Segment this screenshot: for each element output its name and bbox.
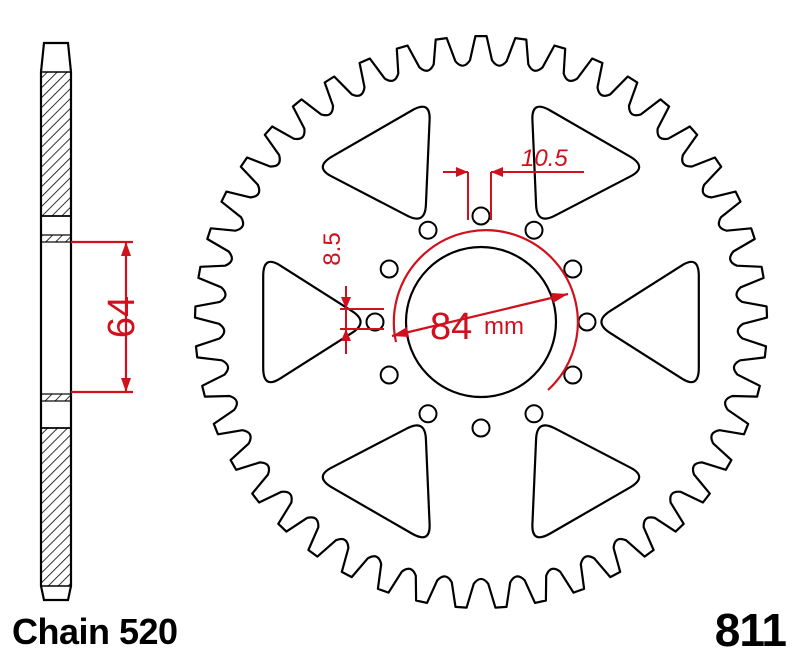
cutout-3 [531, 424, 641, 539]
small-hole-dimension [340, 286, 384, 354]
offset-dimension [71, 240, 133, 394]
profile-hatch-band-upper [40, 234, 72, 243]
bolt-circle-unit: mm [484, 313, 524, 340]
part-number: 811 [714, 604, 787, 656]
bolt-hole-6 [524, 404, 544, 424]
bolt-hole-dimension-label: 10.5 [521, 145, 568, 172]
sprocket-front-view [193, 35, 769, 609]
bolt-hole-11 [379, 259, 399, 279]
bolt-hole-2 [524, 220, 544, 240]
chain-label: Chain 520 [12, 611, 178, 652]
profile-hatch-bottom [40, 427, 72, 587]
cutout-4 [321, 424, 431, 539]
bolt-circle-dimension [391, 229, 579, 391]
profile-hatch-band-lower [40, 393, 72, 402]
bolt-hole-9 [379, 365, 399, 385]
bolt-hole-1 [471, 206, 491, 226]
cutout-1 [531, 105, 641, 220]
bolt-hole-8 [418, 404, 438, 424]
center-bore [404, 245, 558, 399]
bolt-hole-dimension [443, 167, 584, 220]
bolt-hole-4 [577, 312, 597, 332]
bolt-hole-12 [418, 220, 438, 240]
profile-hatch-top [40, 71, 72, 217]
offset-dimension-label: 64 [101, 296, 143, 338]
small-hole-dimension-label: 8.5 [319, 232, 346, 265]
bolt-hole-10 [365, 312, 385, 332]
bolt-hole-3 [563, 259, 583, 279]
bolt-hole-5 [563, 365, 583, 385]
cutouts-group [262, 105, 700, 539]
side-profile [39, 41, 73, 602]
bolt-circle-value: 84 [430, 306, 472, 348]
bolt-hole-7 [471, 418, 491, 438]
bolt-holes-group [365, 206, 597, 438]
cutout-5 [262, 260, 362, 384]
cutout-6 [321, 105, 431, 220]
cutout-2 [600, 260, 700, 384]
